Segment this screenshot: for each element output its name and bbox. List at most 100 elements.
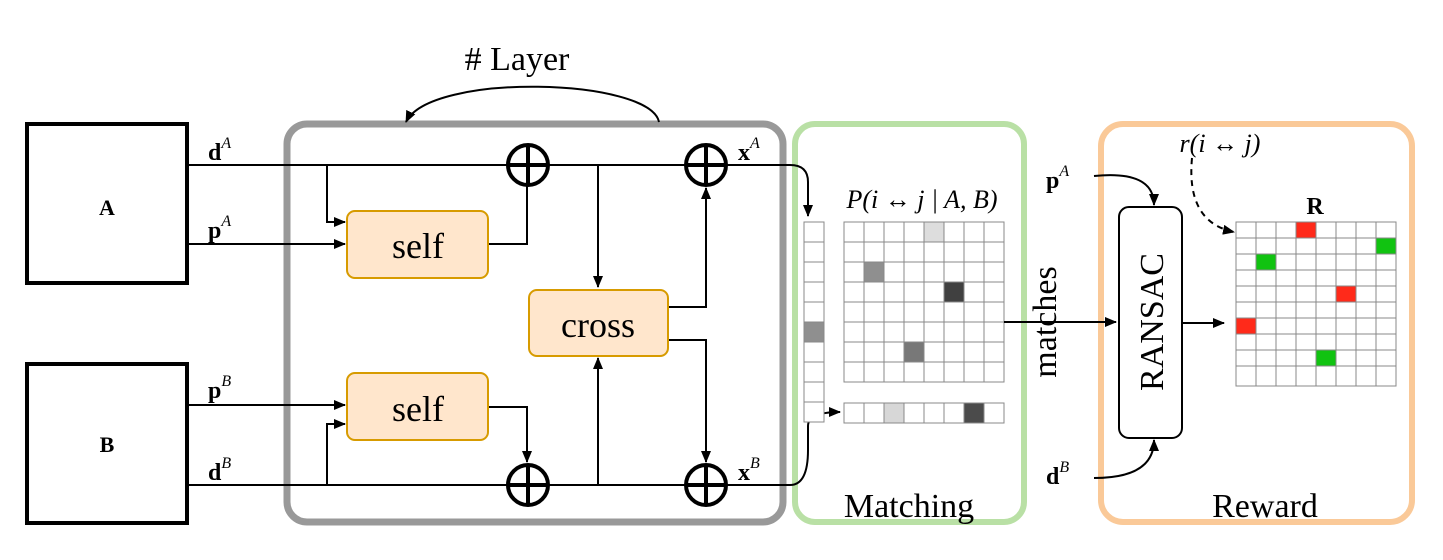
column-cell [803, 321, 825, 343]
reward-matrix-label: R [1306, 194, 1324, 220]
adder-b-left [506, 463, 550, 507]
matrix-cell [983, 281, 1005, 303]
matrix-cell [883, 221, 905, 243]
adder-a-left [506, 143, 550, 187]
matrix-cell [883, 301, 905, 323]
matrix-cell [903, 361, 925, 383]
matrix-cell [843, 281, 865, 303]
matrix-cell [843, 321, 865, 343]
layer-loop-arrow [405, 85, 660, 123]
prob-label: P(i ↔ j | A, B) [845, 185, 997, 214]
wire-p-a-to-ransac [1093, 174, 1159, 206]
column-cell [803, 281, 825, 303]
reward-cell [1355, 365, 1377, 387]
matrix-cell [963, 301, 985, 323]
reward-matrix [1235, 221, 1397, 387]
matrix-cell [903, 301, 925, 323]
matrix-cell [903, 221, 925, 243]
wire-d-b-to-ransac [1093, 439, 1159, 479]
matrix-cell [843, 341, 865, 363]
cross-block-label: cross [561, 305, 635, 345]
label-d-b-reward: dB [1046, 459, 1069, 490]
matrix-cell [863, 301, 885, 323]
matrix-cell [963, 221, 985, 243]
row-cell [923, 402, 945, 424]
row-cell [963, 402, 985, 424]
column-cell [803, 241, 825, 263]
matrix-cell [923, 221, 945, 243]
label-d-a: dA [208, 135, 231, 166]
ransac-label: RANSAC [1134, 253, 1171, 391]
wire-d-b-to-self [326, 419, 346, 485]
label-p-a: pA [208, 213, 231, 244]
column-cell [803, 341, 825, 363]
wire-self-b-out [488, 406, 532, 463]
matrix-cell [983, 301, 1005, 323]
reward-cell [1275, 365, 1297, 387]
matrix-cell [903, 261, 925, 283]
matrix-cell [843, 241, 865, 263]
matrix-cell [983, 261, 1005, 283]
self-block-a [346, 210, 489, 279]
reward-cell [1235, 365, 1257, 387]
matrix-cell [883, 281, 905, 303]
match-row-vector [843, 402, 1005, 424]
matrix-cell [863, 321, 885, 343]
column-cell [803, 221, 825, 243]
matching-title: Matching [844, 488, 974, 525]
reward-cell [1315, 365, 1337, 387]
matrix-cell [863, 361, 885, 383]
matrix-cell [943, 221, 965, 243]
self-block-b [346, 372, 489, 441]
reward-cell [1255, 365, 1277, 387]
layer-loop-label: # Layer [465, 41, 570, 78]
match-column-vector [803, 221, 825, 423]
matrix-cell [943, 241, 965, 263]
input-box-b [25, 362, 189, 525]
row-cell [863, 402, 885, 424]
wire-cross-to-xb [667, 339, 711, 463]
matrix-cell [883, 241, 905, 263]
column-cell [803, 261, 825, 283]
column-cell [803, 401, 825, 423]
matrix-cell [863, 241, 885, 263]
matrix-cell [983, 221, 1005, 243]
adder-a-right [684, 143, 728, 187]
column-cell [803, 301, 825, 323]
matrix-cell [963, 281, 985, 303]
matrix-cell [883, 261, 905, 283]
matrix-cell [963, 321, 985, 343]
label-x-b: xB [738, 455, 760, 486]
matrix-cell [983, 321, 1005, 343]
matrix-cell [843, 221, 865, 243]
matrix-cell [863, 261, 885, 283]
matrix-cell [843, 301, 865, 323]
matrix-cell [903, 241, 925, 263]
label-p-a-reward: pA [1046, 163, 1069, 194]
matrix-cell [943, 301, 965, 323]
matrix-cell [963, 361, 985, 383]
column-cell [803, 361, 825, 383]
matrix-cell [943, 341, 965, 363]
matrix-cell [923, 261, 945, 283]
label-p-b: pB [208, 373, 231, 404]
input-b-label: B [100, 432, 115, 457]
row-cell [943, 402, 965, 424]
reward-feedback-dashed [1190, 157, 1235, 235]
matrix-cell [983, 361, 1005, 383]
matrix-cell [923, 241, 945, 263]
matrix-cell [863, 341, 885, 363]
row-cell [983, 402, 1005, 424]
reward-cell [1295, 365, 1317, 387]
wire-x-a-out [727, 164, 813, 217]
column-cell [803, 381, 825, 403]
matrix-cell [883, 321, 905, 343]
matrix-cell [883, 341, 905, 363]
matrix-cell [943, 281, 965, 303]
cross-block [528, 289, 669, 357]
input-box-a [25, 122, 189, 285]
matrix-cell [943, 321, 965, 343]
input-a-label: A [99, 195, 115, 220]
matrix-cell [983, 241, 1005, 263]
